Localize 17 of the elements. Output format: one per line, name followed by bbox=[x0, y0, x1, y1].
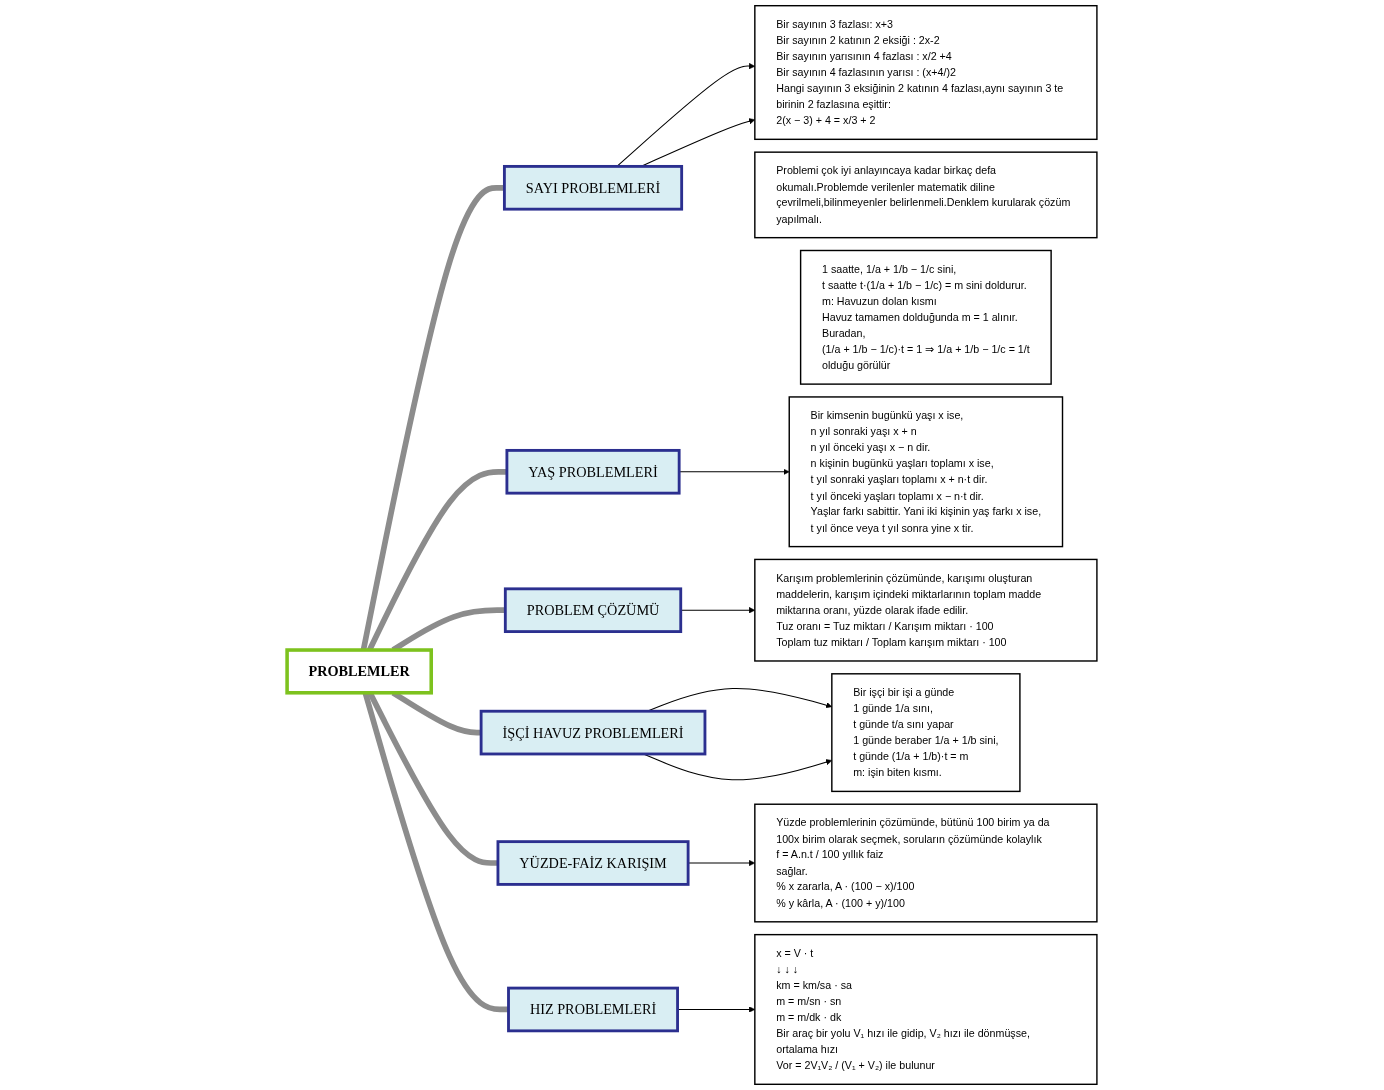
note-box: Bir kimsenin bugünkü yaşı x ise, n yıl sonraki yaşı x + n n yıl önceki yaşı x − n dir. n kişinin bugünkü yaşları toplamı x ise, t yıl sonraki yaşları toplamı x + n·t dir. t yıl önceki yaşları toplamı x − n·t dir. Yaşlar farkı sabittir. Yani iki kişinin yaş farkı x ise, t yıl önce veya t yıl sonra yine x tir. bbox=[788, 396, 1064, 548]
topic-box: YÜZDE-FAİZ KARIŞIM bbox=[496, 840, 690, 886]
note-box: Problemi çok iyi anlayıncaya kadar birkaç defa okumalı.Problemde verilenler matematik diline çevrilmeli,bilinmeyenler belirlenmeli.Denklem kurularak çözüm yapılmalı. bbox=[754, 151, 1098, 239]
note-box: Bir işçi bir işi a günde 1 günde 1/a sını, t günde t/a sını yapar 1 günde beraber 1/a + 1/b sini, t günde (1/a + 1/b)·t = m m: işin biten kısmı. bbox=[831, 673, 1021, 793]
note-box: 1 saatte, 1/a + 1/b − 1/c sini, t saatte t·(1/a + 1/b − 1/c) = m sini doldurur. m: Havuzun dolan kısmı Havuz tamamen dolduğunda m = 1 alınır. Buradan, (1/a + 1/b − 1/c)·t = 1 ⇒ 1/a + 1/b − 1/c = 1/t olduğu görülür bbox=[799, 249, 1052, 385]
topic-box: PROBLEM ÇÖZÜMÜ bbox=[503, 587, 683, 633]
connector bbox=[360, 184, 505, 651]
note-box: x = V · t ↓ ↓ ↓ km = km/sa · sa m = m/sn · sn m = m/dk · dk Bir araç bir yolu V₁ hızı ile gidip, V₂ hızı ile dönmüşse, ortalama hızı Vor = 2V₁V₂ / (V₁ + V₂) ile bulunur bbox=[754, 933, 1098, 1085]
central-topic-box: PROBLEMLER bbox=[285, 648, 433, 695]
topic-box: YAŞ PROBLEMLERİ bbox=[505, 448, 681, 495]
connector bbox=[362, 692, 509, 1013]
note-box: Bir sayının 3 fazlası: x+3 Bir sayının 2 katının 2 eksiği : 2x-2 Bir sayının yarısının 4 fazlası : x/2 +4 Bir sayının 4 fazlasının yarısı : (x+4/)2 Hangi sayının 3 eksiğinin 2 katının 4 fazlası,aynı sayının 3 te birinin 2 fazlasına eşittir: 2(x − 3) + 4 = x/3 + 2 bbox=[754, 5, 1098, 141]
topic-box: SAYI PROBLEMLERİ bbox=[502, 164, 684, 211]
note-box: Yüzde problemlerinin çözümünde, bütünü 100 birim ya da 100x birim olarak seçmek, soruların çözümünde kolaylık f = A.n.t / 100 yıllık faiz sağlar. % x zararla, A · (100 − x)/100 % y kârla, A · (100 + y)/100 bbox=[754, 803, 1098, 923]
topic-box: İŞÇİ HAVUZ PROBLEMLERİ bbox=[479, 709, 707, 756]
note-box: Karışım problemlerinin çözümünde, karışımı oluşturan maddelerin, karışım içindeki miktarlarının toplam madde miktarına oranı, yüzde olarak ifade edilir. Tuz oranı = Tuz miktarı / Karışım miktarı · 100 Toplam tuz miktarı / Toplam karışım miktarı · 100 bbox=[754, 558, 1098, 662]
topic-box: HIZ PROBLEMLERİ bbox=[507, 986, 679, 1033]
